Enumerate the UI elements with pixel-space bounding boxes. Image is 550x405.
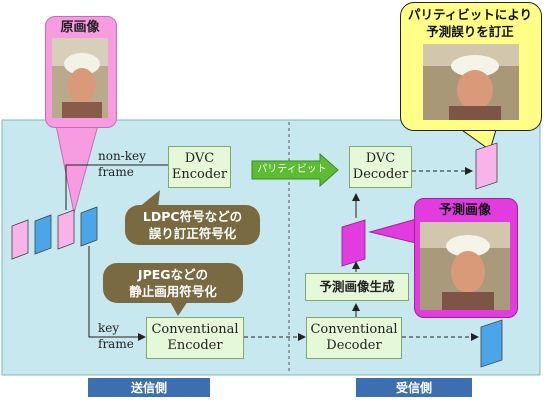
dvc-encoder-block: DVC Encoder xyxy=(168,146,231,188)
output-frame-pink xyxy=(475,142,498,190)
output-frame-blue xyxy=(480,319,503,368)
prediction-generation-block: 予測画像生成 xyxy=(305,273,409,301)
frame-blue-2 xyxy=(80,206,98,247)
predicted-frame xyxy=(341,219,366,267)
frame-blue-1 xyxy=(34,214,52,255)
conventional-decoder-block: Conventional Decoder xyxy=(306,317,402,359)
key-frame-label: key frame xyxy=(98,321,134,351)
frame-pink-1 xyxy=(11,219,29,260)
predicted-image-photo xyxy=(420,222,510,310)
receiver-side-label: 受信側 xyxy=(356,378,472,397)
original-image-title: 原画像 xyxy=(60,20,100,35)
dvc-decoder-block: DVC Decoder xyxy=(349,146,412,188)
corrected-image-photo xyxy=(423,44,519,120)
parity-arrow xyxy=(251,152,339,188)
frame-pink-2 xyxy=(57,209,75,250)
corrected-image-title: パリティビットにより 予測誤りを訂正 xyxy=(407,7,532,39)
non-key-line xyxy=(65,161,184,210)
jpeg-note: JPEGなどの 静止画用符号化 xyxy=(103,263,243,303)
ldpc-note-tail xyxy=(138,190,160,208)
sender-side-label: 送信側 xyxy=(88,378,210,397)
predicted-image-title: 予測画像 xyxy=(438,203,491,218)
parity-arrow-label: パリティビット xyxy=(257,164,327,175)
key-line xyxy=(88,246,146,341)
non-key-frame-label: non-key frame xyxy=(98,149,146,179)
conventional-encoder-block: Conventional Encoder xyxy=(146,317,244,359)
original-image-photo xyxy=(52,38,108,118)
ldpc-note: LDPC符号などの 誤り訂正符号化 xyxy=(125,205,260,245)
